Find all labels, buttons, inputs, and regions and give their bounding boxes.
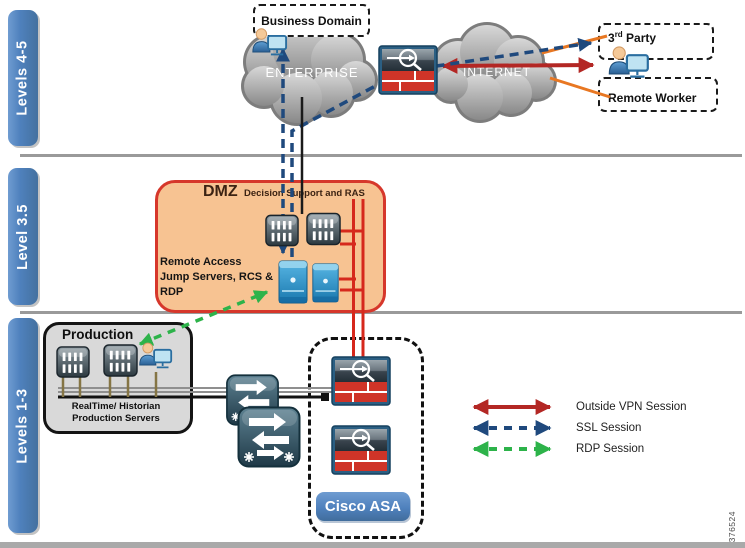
switch-2-icon: [237, 406, 301, 468]
legend: Outside VPN Session SSL Session RDP Sess…: [464, 396, 687, 459]
third-party-label: 3rd Party: [608, 30, 657, 45]
level-band-1-3-label: Levels 1-3: [15, 387, 32, 464]
production-title: Production: [62, 327, 134, 342]
dmz-terminal-1-icon: [265, 214, 299, 247]
outside-vpn-legend-arrow: [472, 398, 552, 415]
business-user-icon: [250, 27, 288, 60]
cisco-asa-cluster-box: [308, 337, 424, 539]
perimeter-firewall-icon: [378, 45, 438, 95]
ssl-legend-arrow: [472, 419, 552, 436]
level-band-4-5: Levels 4-5: [8, 10, 38, 146]
bottom-bar: [0, 542, 745, 548]
rdp-legend-arrow: [472, 440, 552, 457]
level-band-4-5-label: Levels 4-5: [15, 40, 32, 116]
jump-server-2-icon: [311, 260, 340, 304]
remote-user-icon: [606, 45, 650, 83]
legend-label-ssl: SSL Session: [576, 421, 642, 434]
level-divider-bottom: [20, 311, 742, 314]
cisco-asa-label: Cisco ASA: [324, 498, 402, 515]
dmz-terminal-2-icon: [306, 212, 341, 246]
cisco-asa-badge: Cisco ASA: [316, 492, 410, 521]
level-divider-top: [20, 154, 742, 157]
level-band-3-5-label: Level 3.5: [15, 203, 32, 270]
production-user-icon: [137, 341, 173, 373]
asa-firewall-1-icon: [331, 356, 391, 406]
remote-worker-label: Remote Worker: [608, 91, 697, 105]
dmz-note: Remote Access Jump Servers, RCS & RDP: [160, 256, 274, 298]
production-caption: RealTime/ Historian Production Servers: [71, 401, 161, 424]
production-server-2-icon: [103, 344, 138, 377]
asa-firewall-2-icon: [331, 425, 391, 475]
level-band-3-5: Level 3.5: [8, 168, 38, 305]
business-domain-box: Business Domain: [253, 4, 370, 37]
figure-number: 376524: [727, 510, 737, 542]
dmz-subtitle: Decision Support and RAS: [244, 188, 365, 199]
production-server-1-icon: [56, 346, 90, 378]
remote-worker-box: Remote Worker: [598, 77, 718, 112]
jump-server-1-icon: [277, 257, 309, 305]
enterprise-cloud-label: ENTERPRISE: [265, 65, 358, 80]
legend-label-outside-vpn: Outside VPN Session: [576, 400, 687, 413]
dmz-title: DMZ: [203, 183, 238, 200]
business-domain-label: Business Domain: [261, 13, 362, 28]
legend-label-rdp: RDP Session: [576, 442, 645, 455]
level-band-1-3: Levels 1-3: [8, 318, 38, 533]
internet-cloud: INTERNET: [431, 22, 557, 123]
internet-cloud-label: INTERNET: [463, 65, 531, 79]
legend-row-outside-vpn: Outside VPN Session: [464, 396, 687, 417]
legend-row-rdp: RDP Session: [464, 438, 687, 459]
legend-row-ssl: SSL Session: [464, 417, 687, 438]
